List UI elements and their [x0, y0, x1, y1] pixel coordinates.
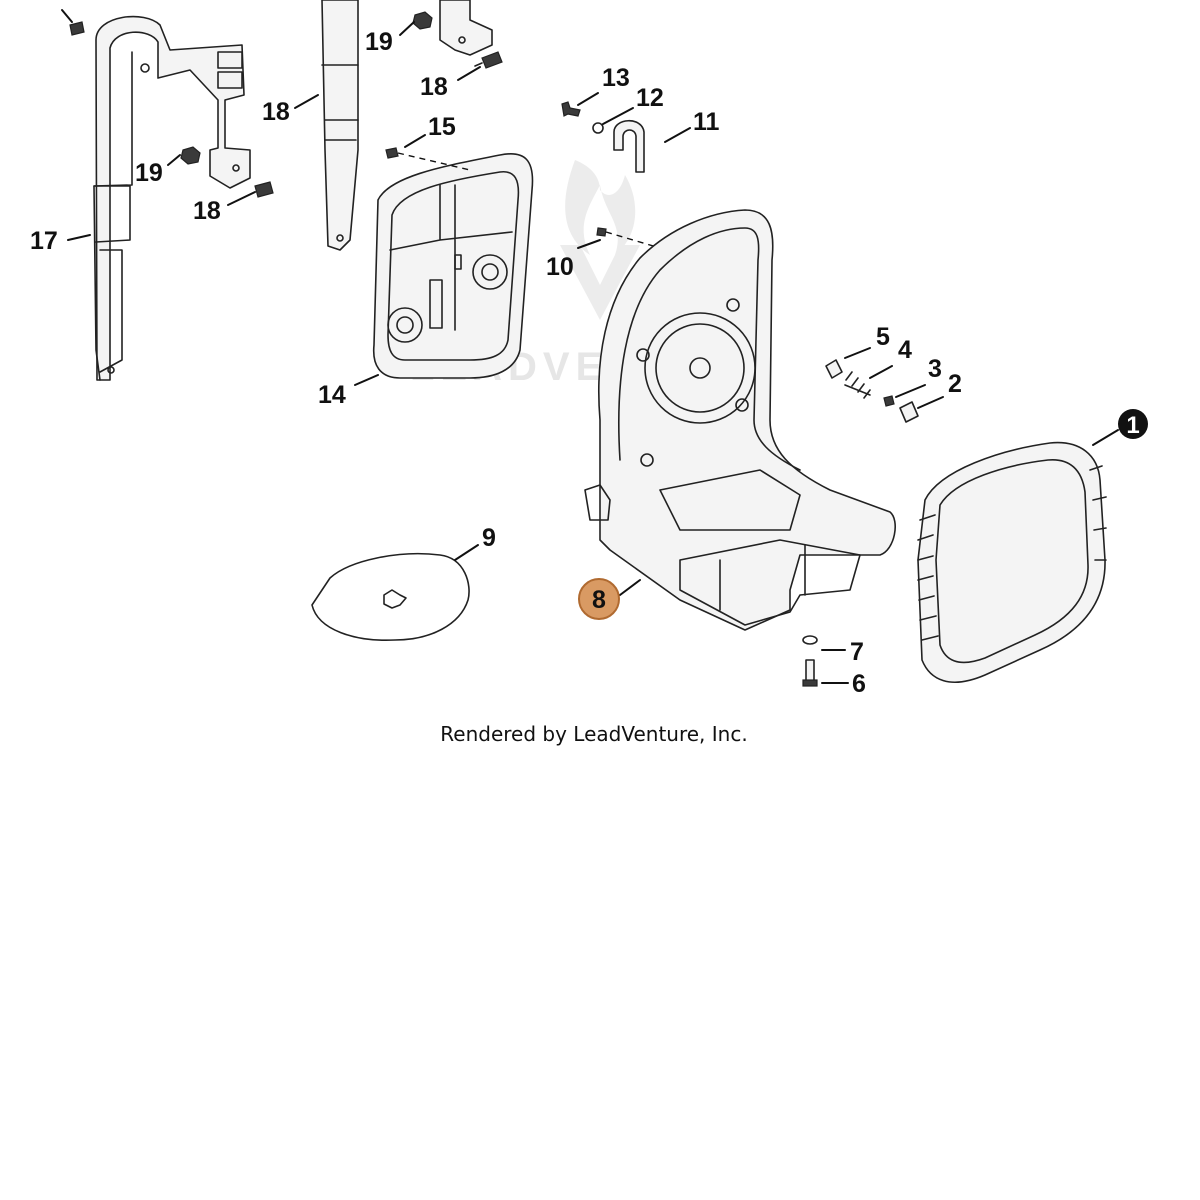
callout-15[interactable]: 15 [428, 113, 456, 141]
highlight-circle [578, 578, 620, 620]
top-screw[interactable] [69, 21, 85, 36]
callout-2[interactable]: 2 [948, 370, 962, 398]
part-19-nut-top[interactable] [412, 11, 433, 30]
callout-12[interactable]: 12 [636, 84, 664, 112]
callout-8: 8 [592, 586, 606, 614]
part-13-screw[interactable] [561, 101, 581, 117]
part-12-washer[interactable] [592, 122, 604, 134]
part-18-screw-top[interactable] [474, 51, 503, 69]
part-1-frame-ring[interactable] [917, 441, 1107, 683]
part-15-screw[interactable] [385, 147, 471, 171]
leader-lines [61, 9, 1119, 684]
callout-8-highlight[interactable]: 8 [578, 578, 620, 620]
part-8-backplate[interactable] [584, 209, 896, 631]
callout-16[interactable]: 17 [30, 227, 58, 255]
part-7-washer[interactable] [802, 635, 818, 645]
part-18-screw-left[interactable] [254, 181, 274, 198]
callout-18-left[interactable]: 18 [193, 197, 221, 225]
callout-3[interactable]: 3 [928, 355, 942, 383]
part-6-bolt[interactable] [802, 659, 818, 687]
callout-18-top[interactable]: 18 [420, 73, 448, 101]
part-10-pin[interactable] [596, 227, 661, 249]
part-17-strap[interactable] [321, 0, 493, 251]
part-9-gasket[interactable] [311, 552, 470, 641]
part-5-screw[interactable] [825, 359, 843, 379]
callout-4[interactable]: 4 [898, 336, 912, 364]
part-16-shoulder-strap[interactable] [93, 15, 251, 381]
callout-13[interactable]: 13 [602, 64, 630, 92]
credit-text: Rendered by LeadVenture, Inc. [440, 722, 748, 746]
callout-14[interactable]: 14 [318, 381, 346, 409]
part-11-clamp[interactable] [613, 119, 645, 173]
part-19-nut-left[interactable] [180, 146, 201, 165]
part-14-back-pad[interactable] [372, 153, 534, 379]
callout-19-left[interactable]: 19 [135, 159, 163, 187]
callout-10[interactable]: 10 [546, 253, 574, 281]
callout-7[interactable]: 7 [850, 638, 864, 666]
callout-19-top[interactable]: 19 [365, 28, 393, 56]
part-2-knob[interactable] [899, 401, 919, 423]
part-4-spring[interactable] [844, 371, 871, 399]
callout-6[interactable]: 6 [852, 670, 866, 698]
callout-5[interactable]: 5 [876, 323, 890, 351]
callout-1: 1 [1126, 412, 1139, 439]
callout-17[interactable]: 18 [262, 98, 290, 126]
callout-9[interactable]: 9 [482, 524, 496, 552]
callout-11[interactable]: 11 [693, 108, 720, 136]
part-3-pin[interactable] [883, 395, 895, 407]
callout-1-badge[interactable]: 1 [1118, 409, 1148, 439]
